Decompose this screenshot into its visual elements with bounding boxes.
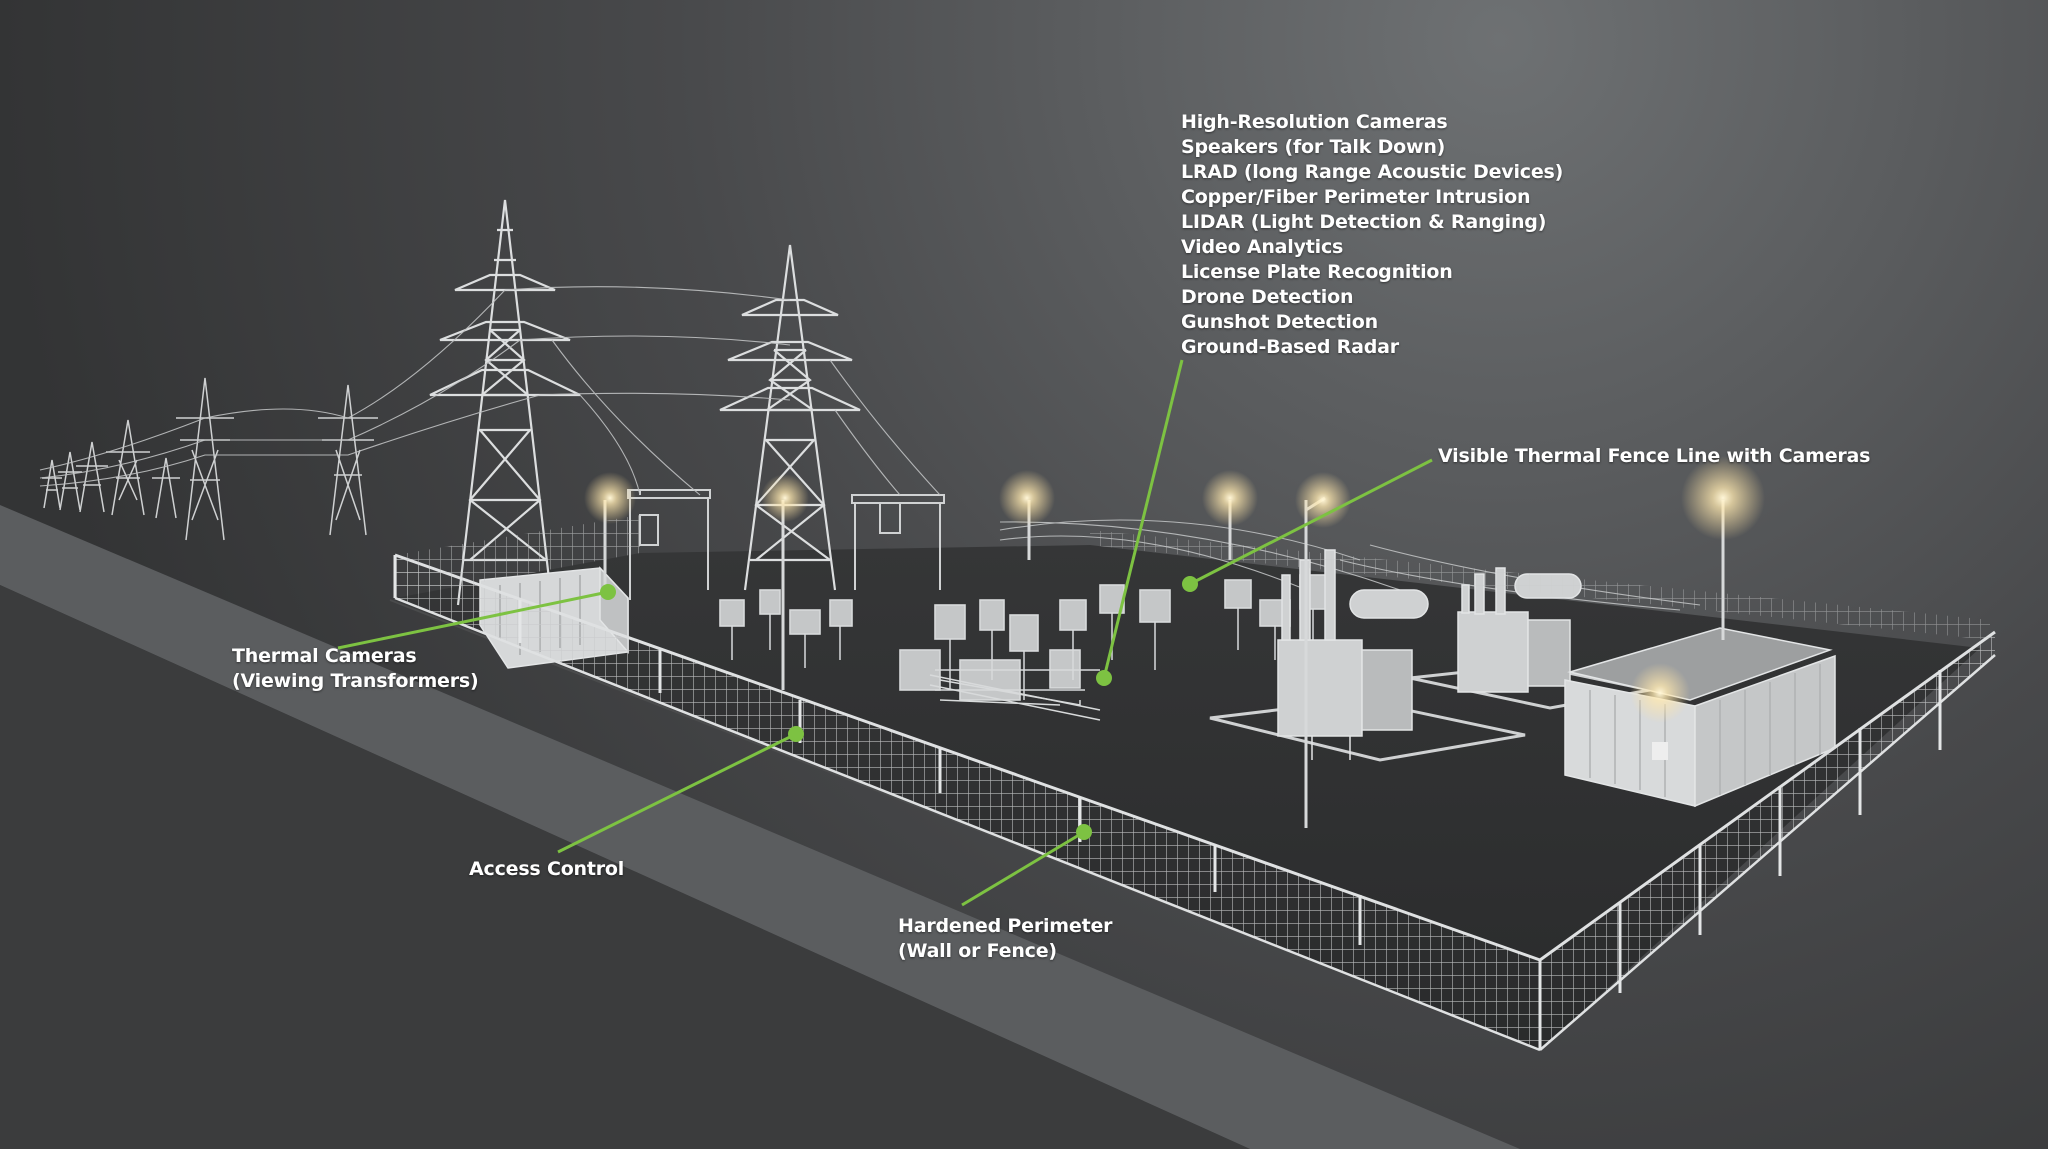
leader-thermal-cameras xyxy=(337,590,609,650)
transmission-tower-large-2 xyxy=(719,244,861,591)
tech-item: LIDAR (Light Detection & Ranging) xyxy=(1181,211,1547,233)
leader-access-control xyxy=(557,732,797,854)
tech-item: High-Resolution Cameras xyxy=(1181,111,1448,133)
thermal-cameras-sublabel: (Viewing Transformers) xyxy=(232,670,479,692)
dot-access-control xyxy=(788,726,804,742)
thermal-cameras-callout: Thermal Cameras (Viewing Transformers) xyxy=(232,644,479,694)
leader-hardened-perimeter xyxy=(961,830,1085,907)
light-glows xyxy=(584,456,1765,723)
tech-item: Drone Detection xyxy=(1181,286,1354,308)
hardened-perimeter-label: Hardened Perimeter xyxy=(898,915,1113,937)
technologies-callout: High-Resolution Cameras Speakers (for Ta… xyxy=(1181,110,1563,360)
tech-item: Gunshot Detection xyxy=(1181,311,1378,333)
tech-item: Speakers (for Talk Down) xyxy=(1181,136,1446,158)
road xyxy=(0,505,1520,1149)
access-control-callout: Access Control xyxy=(469,857,624,882)
perimeter-fence xyxy=(393,515,1996,1052)
tech-item: License Plate Recognition xyxy=(1181,261,1453,283)
dot-hardened-perimeter xyxy=(1076,824,1092,840)
hardened-perimeter-callout: Hardened Perimeter (Wall or Fence) xyxy=(898,914,1113,964)
leader-fence-line xyxy=(1189,458,1433,586)
dot-thermal-cameras xyxy=(600,584,616,600)
tech-item: Video Analytics xyxy=(1181,236,1344,258)
foreground-ground xyxy=(0,585,1250,1149)
tech-item: Ground-Based Radar xyxy=(1181,336,1399,358)
equipment-supports xyxy=(731,608,1314,721)
tech-item: LRAD (long Range Acoustic Devices) xyxy=(1181,161,1564,183)
thermal-cameras-label: Thermal Cameras xyxy=(232,645,417,667)
dot-technologies xyxy=(1096,670,1112,686)
hardened-perimeter-sublabel: (Wall or Fence) xyxy=(898,940,1057,962)
fence-line-label: Visible Thermal Fence Line with Cameras xyxy=(1438,445,1871,467)
dot-fence-line xyxy=(1182,576,1198,592)
callout-dots xyxy=(600,576,1198,840)
power-lines xyxy=(39,286,1701,611)
fence-line-callout: Visible Thermal Fence Line with Cameras xyxy=(1438,444,1870,469)
tech-item: Copper/Fiber Perimeter Intrusion xyxy=(1181,186,1531,208)
leader-technologies xyxy=(1102,359,1184,679)
access-control-label: Access Control xyxy=(469,858,625,880)
callout-leaders xyxy=(337,359,1433,907)
